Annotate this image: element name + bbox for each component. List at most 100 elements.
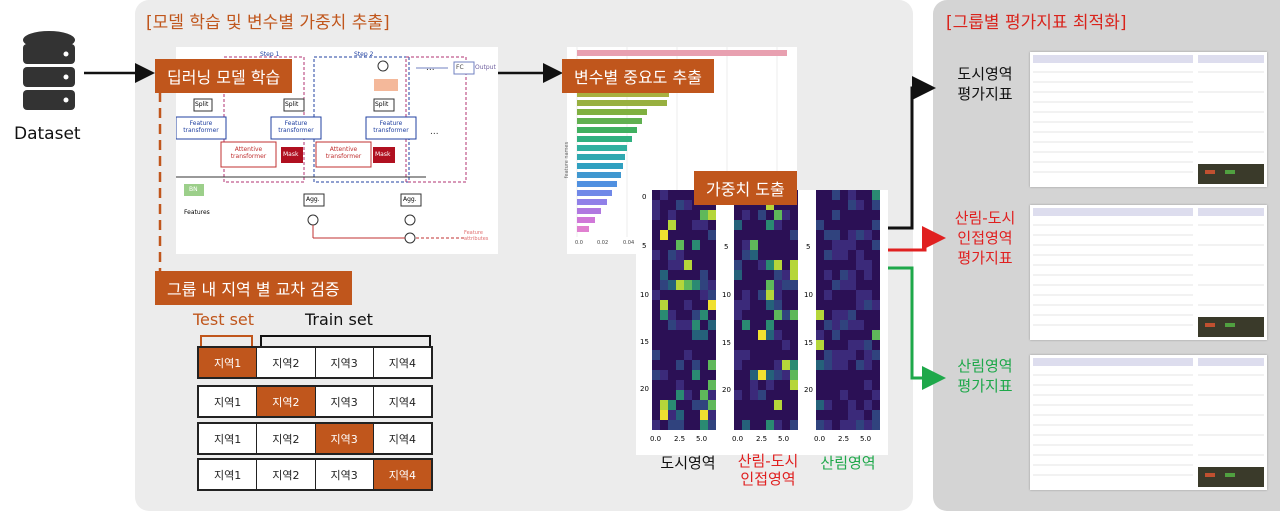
heatmap-cell [824, 340, 832, 350]
importance-y-label: feature names [564, 141, 571, 179]
weight-derivation-label: 가중치 도출 [694, 171, 797, 205]
heatmap-cell [660, 300, 668, 310]
heatmap-cell [766, 410, 774, 420]
heatmap2-x-tick-0: 0.0 [732, 435, 744, 443]
heatmap-cell [692, 420, 700, 430]
heatmap-cell [790, 230, 798, 240]
heatmap2-y-tick-15: 15 [722, 339, 731, 347]
heatmap-cell [652, 310, 660, 320]
heatmap-cell [708, 410, 716, 420]
heatmap-cell [856, 270, 864, 280]
heatmap-cell [864, 370, 872, 380]
cv-cell-region4: 지역4 [373, 348, 431, 377]
heatmap-cell [872, 360, 880, 370]
heatmap-cell [872, 260, 880, 270]
heatmap-cell [708, 400, 716, 410]
heatmap-cell [708, 240, 716, 250]
heatmap-cell [782, 310, 790, 320]
heatmap-cell [872, 230, 880, 240]
heatmap1-x-tick-1: 2.5 [674, 435, 686, 443]
heatmap-cell [758, 350, 766, 360]
heatmap-cell [782, 300, 790, 310]
heatmap-cell [832, 310, 840, 320]
heatmap-y-tick-20: 20 [640, 385, 649, 393]
heatmap-cell [668, 280, 676, 290]
heatmap-cell [668, 270, 676, 280]
feature-transformer-label-3: Feature transformer [373, 120, 409, 134]
heatmap-cell [758, 400, 766, 410]
heatmap-cell [750, 210, 758, 220]
heatmap-cell [734, 330, 742, 340]
heatmap-cell [692, 220, 700, 230]
heatmap-cell [660, 390, 668, 400]
heatmap-cell [708, 360, 716, 370]
heatmap-cell [856, 390, 864, 400]
heatmap-cell [824, 300, 832, 310]
heatmap-cell [824, 280, 832, 290]
heatmap-cell [766, 390, 774, 400]
heatmap-cell [692, 300, 700, 310]
heatmap-cell [774, 330, 782, 340]
heatmap-cell [824, 240, 832, 250]
right-panel-title: [그룹별 평가지표 최적화] [946, 13, 1127, 33]
heatmap-cell [692, 240, 700, 250]
heatmap-cell [790, 270, 798, 280]
feature-transformer-label-2: Feature transformer [278, 120, 314, 134]
heatmap-cell [864, 250, 872, 260]
heatmap-cell [652, 230, 660, 240]
heatmap-cell [864, 220, 872, 230]
cv-fold-row: 지역1 지역2 지역3 지역4 [197, 385, 433, 418]
heatmap-cell [742, 240, 750, 250]
heatmap-cell [668, 240, 676, 250]
heatmap-cell [668, 390, 676, 400]
heatmap-cell [848, 220, 856, 230]
heatmap-cell [676, 380, 684, 390]
heatmap-cell [700, 360, 708, 370]
heatmap-cell [774, 390, 782, 400]
heatmap-cell [692, 230, 700, 240]
heatmap-cell [832, 400, 840, 410]
cv-cell-region1: 지역1 [199, 460, 258, 489]
heatmap-cell [824, 320, 832, 330]
heatmap-cell [864, 230, 872, 240]
heatmap-cell [872, 240, 880, 250]
heatmap-cell [824, 360, 832, 370]
heatmap-cell [766, 320, 774, 330]
cv-cell-region1: 지역1 [199, 348, 258, 377]
heatmap-cell [832, 320, 840, 330]
heatmap-cell [774, 260, 782, 270]
heatmap-cell [816, 410, 824, 420]
heatmap-cell [700, 210, 708, 220]
heatmap-cell [660, 330, 668, 340]
heatmap-cell [668, 400, 676, 410]
heatmap-cell [734, 390, 742, 400]
heatmap-cell [840, 360, 848, 370]
heatmap-cell [758, 310, 766, 320]
urban-metric-document [1030, 52, 1267, 187]
heatmap-cell [692, 380, 700, 390]
heatmap-cell [708, 270, 716, 280]
heatmap-cell [832, 330, 840, 340]
heatmap-cell [824, 290, 832, 300]
heatmap-cell [692, 310, 700, 320]
heatmap-cell [742, 260, 750, 270]
heatmap-cell [766, 250, 774, 260]
heatmap-cell [660, 310, 668, 320]
heatmap-cell [660, 190, 668, 200]
heatmap-cell [750, 390, 758, 400]
heatmap-cell [676, 230, 684, 240]
heatmap-cell [734, 360, 742, 370]
heatmap-cell [676, 390, 684, 400]
heatmap-cell [790, 260, 798, 270]
bn-label: BN [189, 186, 198, 193]
heatmap-cell [668, 260, 676, 270]
heatmap-cell [750, 340, 758, 350]
heatmap-cell [840, 370, 848, 380]
heatmap1-x-tick-0: 0.0 [650, 435, 662, 443]
heatmap-cell [750, 290, 758, 300]
heatmap-cell [848, 240, 856, 250]
heatmap-cell [774, 400, 782, 410]
heatmap-cell [782, 200, 790, 210]
heatmap-cell [750, 350, 758, 360]
heatmap-cell [848, 280, 856, 290]
